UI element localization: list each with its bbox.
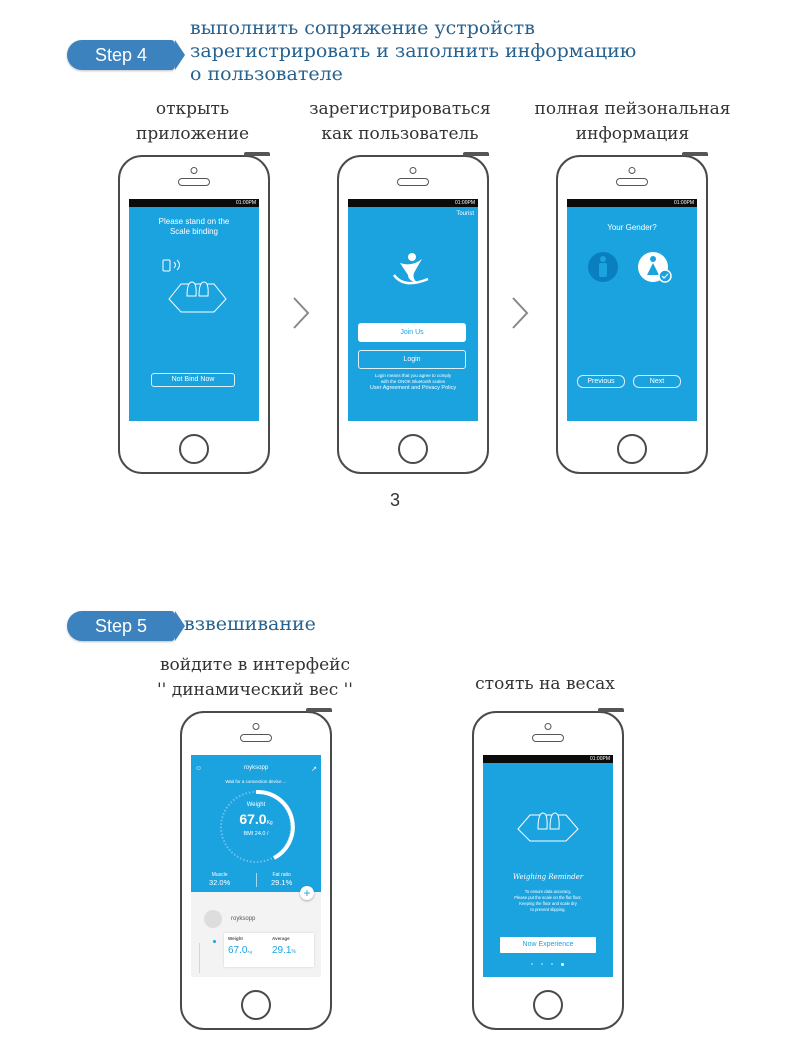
card-username: royksopp <box>231 916 256 922</box>
phone-weighing-reminder: 01:00PM Weighing Reminder To ensure data… <box>472 708 624 1030</box>
card-fat: 29.1% <box>272 945 296 956</box>
caption-register: зарегистрироваться как пользователь <box>309 99 491 144</box>
phone-gender: 01:00PM Your Gender? Previous Next <box>556 152 708 474</box>
agreement-link[interactable]: User Agreement and Privacy Policy <box>369 385 457 391</box>
caption-personal-info: полная пейзональная информация <box>534 99 731 144</box>
avatar <box>204 910 222 928</box>
agreement-note: Login means that you agree to comply wit… <box>348 373 478 391</box>
tourist-link[interactable]: Tourist <box>456 211 474 217</box>
login-button[interactable]: Login <box>358 350 466 369</box>
status-bar: 01:00PM <box>483 755 613 763</box>
bmi-value: BMI 24.0 / <box>243 831 269 837</box>
home-button <box>398 434 428 464</box>
step-4-badge: Step 4 <box>67 40 185 70</box>
phone-register: 01:00PM Tourist Join Us Login Login mean… <box>337 152 489 474</box>
username: royksopp <box>243 765 269 771</box>
app-logo-icon <box>392 253 429 285</box>
weight-label: Weight <box>246 802 266 808</box>
caption-stand-on-scale: стоять на весах <box>475 674 615 694</box>
female-icon[interactable] <box>637 251 673 285</box>
caption-dynamic-weight: войдите в интерфейс '' динамический вес … <box>157 655 353 700</box>
screen-gender: 01:00PM Your Gender? Previous Next <box>567 199 697 421</box>
weight-value: 67.0Kg <box>239 811 273 827</box>
timeline <box>199 943 200 973</box>
screen-bind-scale: 01:00PM Please stand on the Scale bindin… <box>129 199 259 421</box>
scale-feet-icon <box>162 259 227 313</box>
chevron-right-icon <box>512 297 529 329</box>
gender-heading: Your Gender? <box>607 223 657 232</box>
male-icon[interactable] <box>587 251 619 283</box>
next-button[interactable]: Next <box>633 375 681 388</box>
screen-reminder: 01:00PM Weighing Reminder To ensure data… <box>483 755 613 977</box>
status-bar: 01:00PM <box>567 199 697 207</box>
add-button[interactable]: + <box>300 886 314 900</box>
phone-dynamic-weight: ☺ royksopp ↗ Wait for a connection devic… <box>180 708 332 1030</box>
not-bind-now-button[interactable]: Not Bind Now <box>151 373 235 387</box>
home-button <box>533 990 563 1020</box>
share-icon[interactable]: ↗ <box>311 766 317 773</box>
connection-status: Wait for a connection device ... <box>225 779 287 784</box>
step-5-title: взвешивание <box>184 613 316 635</box>
muscle-stat: Muscle 32.0% <box>209 872 231 887</box>
fat-ratio-stat: Fat ratio 29.1% <box>271 872 293 887</box>
previous-button[interactable]: Previous <box>577 375 625 388</box>
caption-open-app: открыть приложение <box>136 99 249 144</box>
join-us-button[interactable]: Join Us <box>358 323 466 342</box>
weight-gauge <box>220 789 295 863</box>
page-number: 3 <box>389 490 400 510</box>
stat-divider <box>256 873 257 887</box>
now-experience-button[interactable]: Now Experience <box>500 937 596 953</box>
status-bar: 01:00PM <box>129 199 259 207</box>
reminder-heading: Weighing Reminder <box>512 873 584 881</box>
reminder-text: To ensure data accuracy, Please put the … <box>514 889 582 912</box>
status-bar: 01:00PM <box>348 199 478 207</box>
home-button <box>241 990 271 1020</box>
card-weight: 67.0Kg <box>228 945 253 956</box>
step-4-title: выполнить сопряжение устройств зарегистр… <box>190 17 637 85</box>
page-dots <box>531 963 565 966</box>
screen-login: 01:00PM Tourist Join Us Login Login mean… <box>348 199 478 421</box>
screen-dashboard: ☺ royksopp ↗ Wait for a connection devic… <box>191 755 321 977</box>
bind-heading: Please stand on the Scale binding <box>158 217 230 236</box>
user-icon[interactable]: ☺ <box>195 765 203 772</box>
step-5-badge: Step 5 <box>67 611 185 641</box>
record-card[interactable]: Weight 67.0Kg Average 29.1% <box>224 933 314 967</box>
scale-feet-icon <box>517 812 579 842</box>
timeline-dot <box>213 940 216 943</box>
home-button <box>179 434 209 464</box>
phone-open-app: 01:00PM Please stand on the Scale bindin… <box>118 152 270 474</box>
home-button <box>617 434 647 464</box>
chevron-right-icon <box>293 297 310 329</box>
